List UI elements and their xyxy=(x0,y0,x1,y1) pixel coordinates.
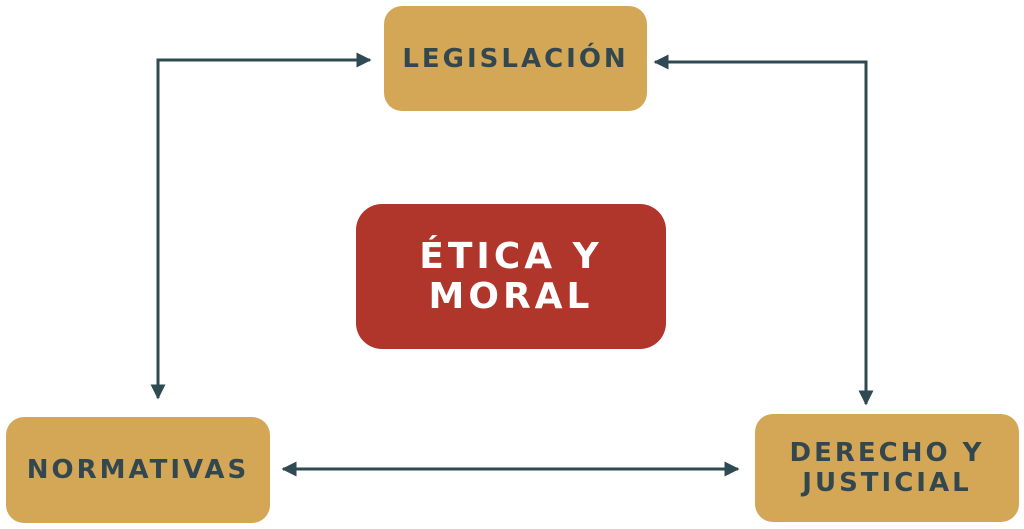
connector-normativas-legislacion xyxy=(150,52,372,400)
node-etica-label-line1: ÉTICA Y xyxy=(419,235,603,277)
node-legislacion-label: LEGISLACIÓN xyxy=(402,43,629,74)
node-derecho-justicial: DERECHO Y JUSTICIAL xyxy=(755,414,1019,522)
connector-legislacion-derecho xyxy=(653,54,874,406)
node-derecho-label-line2: JUSTICIAL xyxy=(802,468,972,498)
node-etica-label-line2: MORAL xyxy=(428,275,594,317)
node-normativas-label: NORMATIVAS xyxy=(26,455,250,485)
node-normativas: NORMATIVAS xyxy=(6,417,270,523)
node-etica-moral: ÉTICA Y MORAL xyxy=(356,204,666,349)
node-legislacion: LEGISLACIÓN xyxy=(384,6,647,111)
node-derecho-label-line1: DERECHO Y xyxy=(789,438,985,468)
